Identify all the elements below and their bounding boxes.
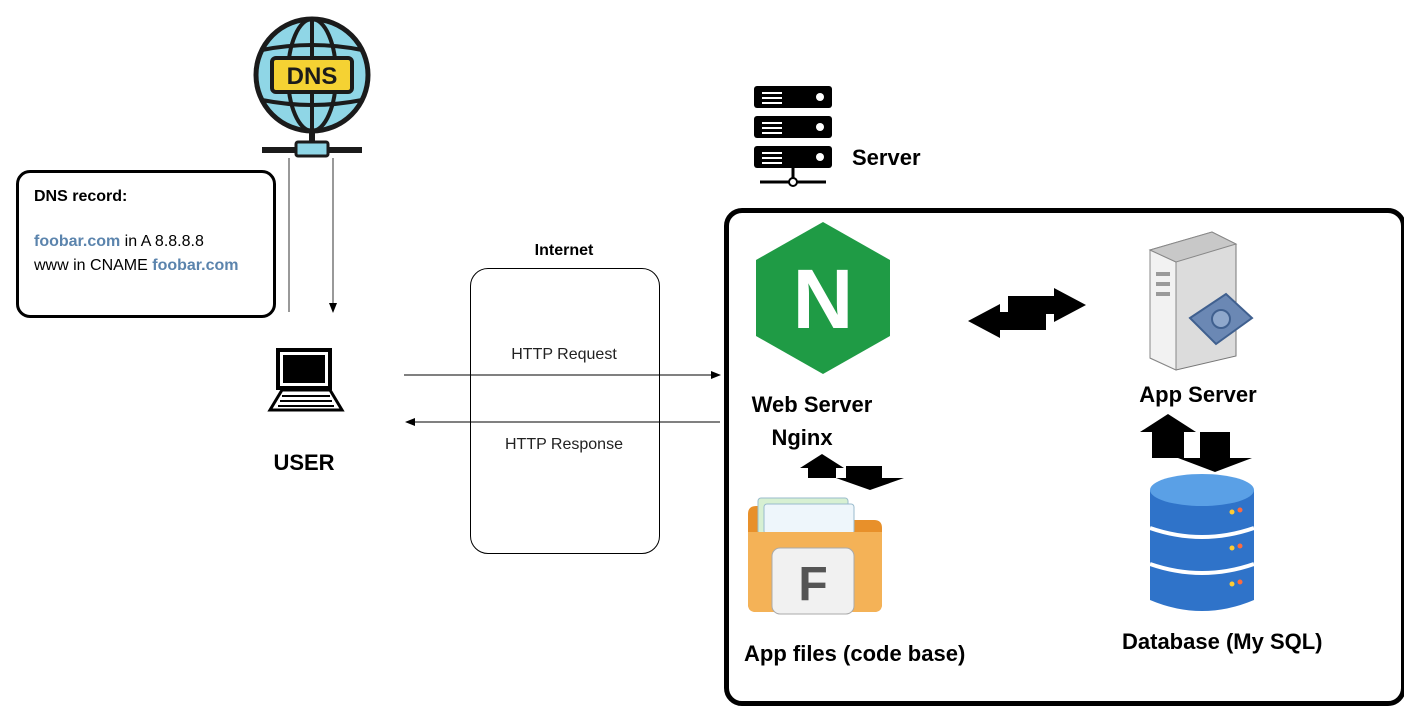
user-label: USER [273, 450, 335, 475]
nginx-logo-icon: N [756, 222, 890, 374]
internet-label: Internet [534, 242, 594, 259]
webserver-files-arrows [800, 454, 904, 490]
database-icon [1149, 474, 1255, 611]
bidirectional-arrow-icon [968, 288, 1086, 338]
nginx-logo-letter: N [793, 252, 854, 346]
nginx-label: Nginx [771, 425, 833, 450]
dns-globe-icon: DNS [253, 16, 371, 158]
http-request-label: HTTP Request [511, 346, 617, 363]
dns-record-line-a: foobar.com in A 8.8.8.8 [34, 233, 204, 251]
server-rack-icon [754, 86, 832, 187]
app-files-label: App files (code base) [744, 641, 966, 666]
dns-icon-label: DNS [287, 63, 338, 90]
database-label: Database (My SQL) [1122, 629, 1323, 654]
web-server-label: Web Server [751, 392, 873, 417]
dns-record-domain: foobar.com [34, 233, 121, 250]
http-response-label: HTTP Response [505, 436, 623, 453]
server-label: Server [852, 145, 921, 170]
dns-record-cname-prefix: www in CNAME [34, 257, 153, 274]
app-server-icon [1148, 231, 1254, 371]
dns-record-line-cname: www in CNAME foobar.com [34, 257, 238, 275]
laptop-icon [267, 348, 345, 412]
dns-record-a-value: in A 8.8.8.8 [120, 233, 204, 250]
server-box [724, 208, 1404, 706]
dns-record-box [16, 170, 276, 318]
dns-record-cname-target: foobar.com [152, 257, 239, 274]
app-files-folder-letter: F [798, 558, 827, 611]
app-server-label: App Server [1139, 382, 1257, 407]
internet-box [470, 268, 660, 554]
appserver-db-arrows [1140, 414, 1252, 472]
app-files-folder-icon: F [748, 497, 882, 615]
dns-record-title: DNS record: [34, 188, 128, 205]
